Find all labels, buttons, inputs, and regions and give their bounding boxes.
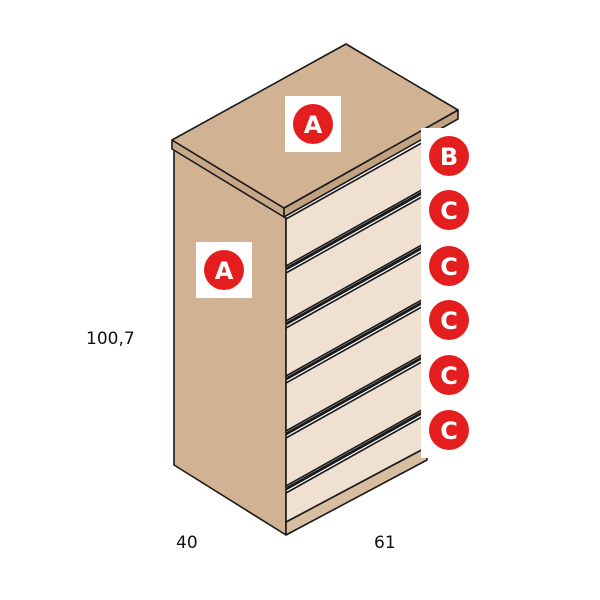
badge-side: A (196, 242, 252, 298)
badge-side-label: A (215, 257, 234, 285)
drawer-gaps (285, 188, 428, 491)
drawer-gap-4 (285, 353, 428, 436)
drawer-gap-5 (285, 408, 428, 491)
drawer-fronts (285, 139, 428, 523)
badge-drawer-5: C (440, 362, 458, 390)
width-dimension: 61 (374, 533, 396, 553)
badge-drawer-1: B (440, 143, 458, 171)
dresser-drawing (171, 43, 459, 536)
badge-top-label: A (304, 111, 323, 139)
height-dimension: 100,7 (86, 329, 135, 349)
depth-dimension: 40 (176, 533, 198, 553)
badge-drawer-2: C (440, 197, 458, 225)
badge-drawer-4: C (440, 307, 458, 335)
drawer-badges: B C C C C C (421, 128, 477, 458)
badge-drawer-3: C (440, 253, 458, 281)
drawer-gap-2 (285, 243, 428, 326)
drawer-gap-3 (285, 298, 428, 381)
badge-drawer-6: C (440, 417, 458, 445)
badge-top: A (285, 96, 341, 152)
drawer-gap-1 (285, 188, 428, 271)
